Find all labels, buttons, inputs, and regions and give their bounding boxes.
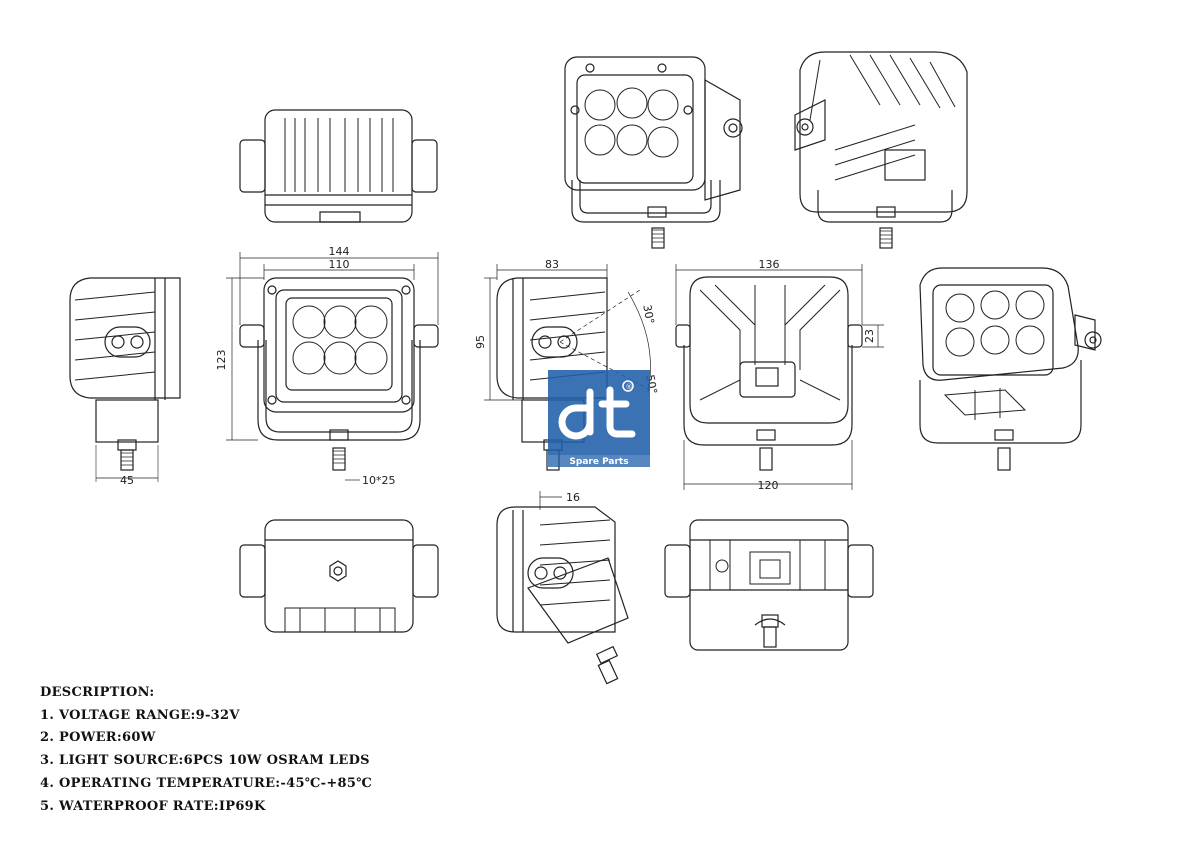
dim-95: 95: [474, 335, 487, 349]
bottom-view: [239, 519, 439, 633]
logo-caption: Spare Parts: [569, 457, 628, 467]
description-block: DESCRIPTION: 1. VOLTAGE RANGE:9-32V 2. P…: [40, 682, 372, 818]
dim-123: 123: [215, 350, 228, 371]
front-view: [226, 252, 439, 481]
back-view: [675, 264, 884, 490]
iso-front-view-right: [919, 267, 1102, 471]
top-view: [239, 109, 438, 223]
description-item-voltage: 1. VOLTAGE RANGE:9-32V: [40, 707, 240, 723]
description-item-temperature: 4. OPERATING TEMPERATURE:-45℃-+85℃: [40, 775, 373, 791]
brand-logo: ® Spare Parts: [548, 370, 650, 467]
iso-back-view: [794, 51, 968, 249]
dim-144: 144: [329, 245, 350, 258]
iso-front-view: [564, 56, 743, 249]
side-view-center: [484, 264, 651, 471]
description-item-waterproof: 5. WATERPROOF RATE:IP69K: [40, 798, 266, 814]
angle-30: 30°: [640, 304, 656, 325]
side-view-left: [69, 277, 181, 482]
description-item-power: 2. POWER:60W: [40, 730, 156, 746]
description-item-light-source: 3. LIGHT SOURCE:6PCS 10W OSRAM LEDS: [40, 753, 370, 769]
tilted-side-view: [496, 491, 629, 685]
dim-83: 83: [545, 258, 559, 271]
dim-16: 16: [566, 491, 580, 504]
description-heading: DESCRIPTION:: [40, 685, 155, 700]
back-bottom-view: [664, 519, 874, 651]
dim-136: 136: [759, 258, 780, 271]
dim-120: 120: [758, 479, 779, 492]
dim-bolt: 10*25: [362, 474, 396, 487]
dim-110: 110: [329, 258, 350, 271]
dim-23: 23: [863, 329, 876, 343]
dim-45: 45: [120, 474, 134, 487]
svg-text:®: ®: [626, 383, 633, 391]
